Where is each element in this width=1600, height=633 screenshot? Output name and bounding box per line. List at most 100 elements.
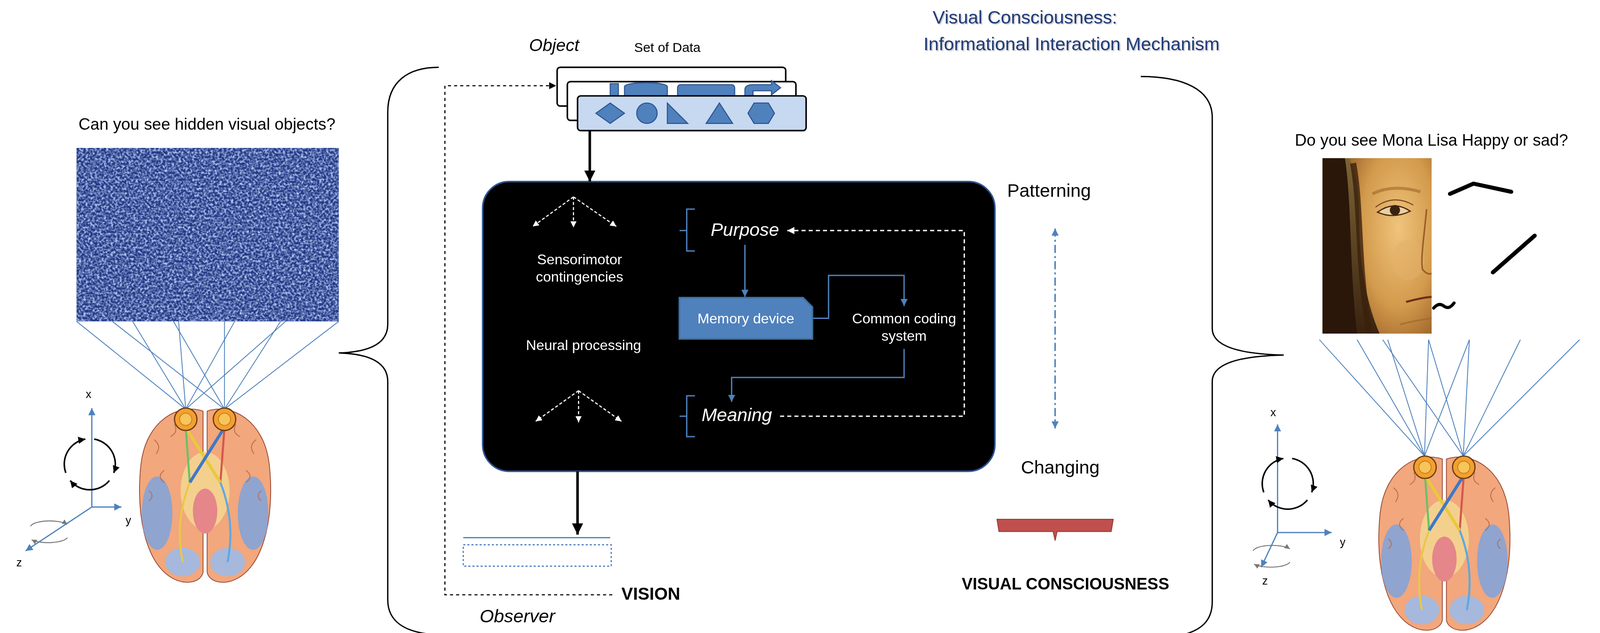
- label-text: Patterning: [1007, 180, 1091, 203]
- art-part: [224, 321, 339, 410]
- connector: [588, 130, 592, 182]
- art-part: [679, 209, 695, 252]
- axes-right: [1252, 424, 1332, 568]
- art-part: [173, 321, 225, 410]
- art-part: [1392, 239, 1425, 281]
- art-part: [25, 408, 122, 552]
- art-part: [532, 196, 574, 227]
- mechanism-box: Sensorimotor contingenciesNeural process…: [482, 181, 995, 472]
- art-part: [463, 544, 612, 567]
- art-part: [1421, 209, 1432, 275]
- art-part: [223, 321, 225, 410]
- art-part: [1262, 458, 1314, 510]
- patterning-axis: [1054, 228, 1056, 429]
- portrait-image: [1322, 158, 1432, 334]
- observer-box: VISIONObserver: [463, 534, 613, 603]
- node-text: Common coding system: [846, 310, 962, 345]
- art-part: [1319, 339, 1425, 457]
- observer-screen: [463, 537, 612, 567]
- mechanism-panel: [482, 181, 995, 472]
- portrait-panel: Do you see Mona Lisa Happy or sad?: [1322, 158, 1432, 334]
- art-part: [1054, 228, 1056, 429]
- art-part: [1382, 339, 1464, 457]
- node-text: VISION: [621, 584, 681, 606]
- label-text: x: [85, 387, 92, 401]
- art-part: [1356, 339, 1425, 457]
- art-part: [1463, 339, 1580, 457]
- art-part: [30, 521, 68, 527]
- art-part: [595, 103, 775, 124]
- art-part: [1292, 458, 1314, 493]
- data-cards: [557, 67, 806, 131]
- art-part: [463, 537, 611, 539]
- art-part: [1348, 158, 1432, 334]
- art-part: [747, 103, 775, 124]
- memory-box: Memory device: [678, 296, 814, 340]
- expression-sketch: [1433, 183, 1535, 308]
- node-text: Object: [529, 35, 580, 57]
- label-text: x: [1270, 405, 1277, 419]
- connector: [576, 471, 579, 535]
- art-part: [535, 391, 579, 422]
- art-part: [76, 147, 339, 322]
- art-part: [91, 506, 122, 508]
- art-part: [578, 391, 622, 422]
- memory-outline: [679, 297, 813, 340]
- art-part: [667, 103, 688, 124]
- node-text: Observer: [479, 606, 555, 629]
- art-part: [64, 438, 116, 490]
- brace: [338, 67, 1284, 633]
- purpose-node: Purpose: [702, 217, 788, 245]
- art-part: [997, 519, 1114, 541]
- label-text: z: [16, 555, 23, 569]
- connector: [744, 244, 746, 297]
- label-text: VISUAL CONSCIOUSNESS: [961, 574, 1170, 594]
- node-text: Set of Data: [634, 39, 701, 56]
- node-text: Meaning: [701, 405, 773, 428]
- art-part: [224, 321, 281, 410]
- art-part: [1387, 339, 1425, 457]
- art-part: [1252, 545, 1290, 551]
- art-part: [573, 196, 617, 227]
- art-part: [1352, 163, 1370, 334]
- diagram-title: Visual Consciousness: Informational Inte…: [923, 3, 1225, 57]
- art-part: [185, 321, 286, 410]
- art-part: [31, 537, 68, 543]
- data-stack: ObjectSet of Data: [556, 30, 808, 131]
- art-part: [706, 103, 733, 124]
- label-text: Changing: [1021, 457, 1100, 480]
- label-text: y: [125, 513, 132, 527]
- brain-illustration: [139, 408, 271, 583]
- art-part: [70, 480, 110, 491]
- art-part: [1261, 532, 1278, 568]
- art-part: [1389, 205, 1401, 216]
- node-text: Can you see hidden visual objects?: [78, 113, 336, 134]
- art-part: [1262, 458, 1284, 493]
- axes-left: [25, 408, 122, 552]
- art-part: [76, 147, 339, 322]
- art-part: [679, 395, 695, 437]
- art-part: [1492, 235, 1535, 273]
- art-part: [91, 408, 93, 508]
- label-text: z: [1262, 574, 1269, 588]
- node-text: Purpose: [710, 219, 780, 242]
- art-part: [1252, 545, 1290, 568]
- art-part: [1433, 303, 1455, 308]
- art-part: [25, 506, 92, 551]
- label-text: y: [1339, 535, 1346, 549]
- node-text: Do you see Mona Lisa Happy or sad?: [1294, 130, 1569, 150]
- consciousness-bar: [997, 519, 1114, 541]
- art-part: [178, 321, 186, 410]
- art-part: [76, 147, 339, 322]
- brain-illustration: [1378, 456, 1510, 631]
- art-part: [532, 196, 622, 423]
- art-part: [1406, 296, 1432, 302]
- art-part: [1428, 339, 1464, 457]
- art-part: [94, 438, 116, 473]
- meaning-node: Meaning: [693, 402, 781, 430]
- node-text: Neural processing: [526, 336, 642, 354]
- connector: [731, 348, 905, 402]
- art-part: [482, 181, 995, 472]
- art-part: [338, 67, 439, 633]
